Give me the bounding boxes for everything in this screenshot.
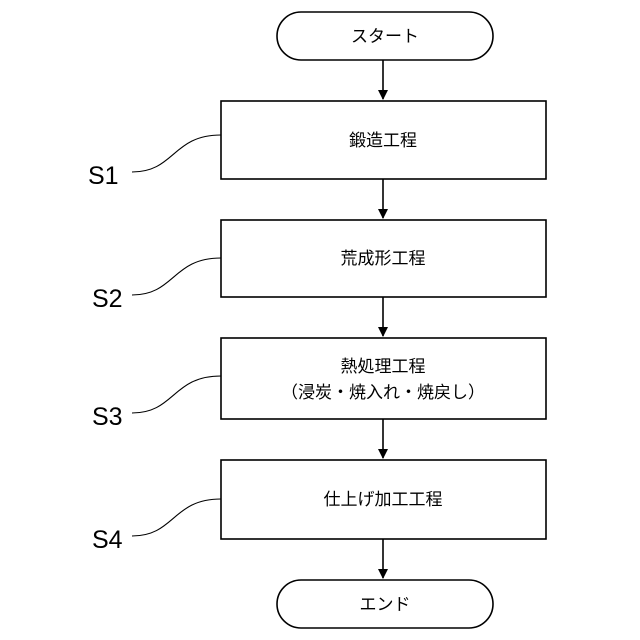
- process-box-s3: 熱処理工程 （浸炭・焼入れ・焼戻し）: [221, 338, 546, 419]
- end-label: エンド: [360, 595, 411, 615]
- end-terminator: エンド: [277, 580, 493, 628]
- step-label-s1: S1: [88, 162, 119, 190]
- start-terminator: スタート: [277, 12, 493, 60]
- process-label-s1: 鍛造工程: [349, 131, 417, 151]
- process-box-s2: 荒成形工程: [221, 220, 546, 297]
- start-label: スタート: [351, 27, 419, 47]
- step-label-s3: S3: [92, 403, 123, 431]
- process-label-s3-line1: 熱処理工程: [341, 357, 426, 377]
- leader-line-s1: [132, 135, 221, 172]
- process-box-s4: 仕上げ加工工程: [221, 460, 546, 539]
- step-label-s2: S2: [92, 285, 123, 313]
- leader-line-s4: [132, 499, 221, 536]
- process-box-s1: 鍛造工程: [221, 101, 546, 179]
- leader-line-s2: [132, 258, 221, 295]
- process-label-s3-line2: （浸炭・焼入れ・焼戻し）: [281, 383, 485, 403]
- leader-line-s3: [132, 376, 221, 413]
- process-label-s2: 荒成形工程: [341, 249, 426, 269]
- step-label-s4: S4: [92, 526, 123, 554]
- process-label-s4: 仕上げ加工工程: [324, 490, 443, 510]
